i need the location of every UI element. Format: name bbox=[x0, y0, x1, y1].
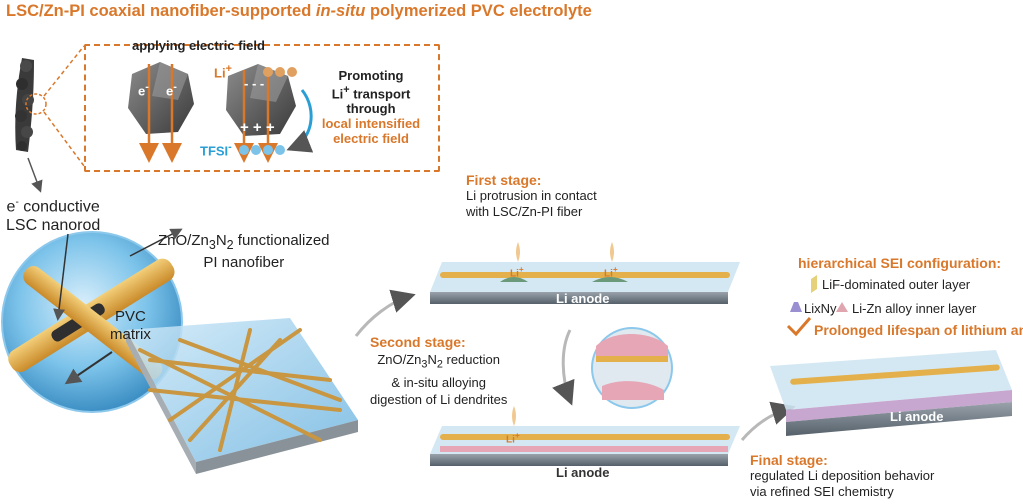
li-zn-alloy-icon bbox=[836, 302, 848, 312]
pvc-matrix-label: PVC matrix bbox=[110, 308, 151, 343]
second-stage-text: Second stage: ZnO/Zn3N2 reduction & in-s… bbox=[370, 334, 508, 407]
check-icon bbox=[786, 317, 812, 337]
polyhedron-particle-left bbox=[128, 62, 194, 163]
inset-dashed-frame bbox=[84, 44, 440, 172]
tfsi-label: TFSI- bbox=[200, 141, 232, 159]
li-plus-marker-2: Li+ bbox=[604, 264, 618, 280]
electron-label-2: e- bbox=[166, 81, 177, 99]
plus-signs: + + + bbox=[240, 119, 275, 136]
first-stage-text: First stage: Li protrusion in contact wi… bbox=[466, 172, 597, 219]
li-plus-marker-3: Li+ bbox=[506, 430, 520, 446]
final-stage-slab bbox=[770, 350, 1012, 436]
li-anode-label-2: Li anode bbox=[556, 465, 610, 480]
page-title: LSC/Zn-PI coaxial nanofiber-supported in… bbox=[6, 2, 592, 20]
li-anode-label-1: Li anode bbox=[556, 291, 610, 306]
electron-label-1: e- bbox=[138, 81, 149, 99]
minus-signs: - - - bbox=[244, 76, 265, 91]
first-stage-slab bbox=[430, 242, 740, 304]
lsc-nanorod-illustration bbox=[15, 45, 85, 193]
sei-title: hierarchical SEI configuration: bbox=[798, 255, 1002, 271]
li-ion-label: Li+ bbox=[214, 63, 232, 81]
outer-layer-label: LiF-dominated outer layer bbox=[822, 277, 971, 292]
pi-nanofiber-label: ZnO/Zn3N2 functionalized PI nanofiber bbox=[158, 232, 330, 271]
lixny-icon bbox=[790, 302, 802, 312]
inner-layer-label: Li-Zn alloy inner layer bbox=[852, 301, 977, 316]
promo-text: Promoting Li+ transport through local in… bbox=[321, 68, 421, 147]
li-plus-marker-1: Li+ bbox=[510, 264, 524, 280]
field-label: applying electric field bbox=[132, 38, 265, 53]
lixny-label: LixNy bbox=[804, 301, 837, 316]
final-stage-text: Final stage: regulated Li deposition beh… bbox=[750, 452, 935, 499]
li-anode-label-3: Li anode bbox=[890, 409, 944, 424]
dendrite-inset-circle bbox=[591, 327, 673, 409]
second-stage-slab bbox=[430, 406, 740, 466]
lif-layer-icon bbox=[811, 275, 817, 293]
prolonged-lifespan: Prolonged lifespan of lithium anode bbox=[814, 322, 1023, 338]
magnified-sphere bbox=[1, 228, 183, 413]
polyhedron-particle-right bbox=[226, 64, 314, 163]
separator-slab bbox=[126, 318, 358, 474]
lsc-nanorod-label: e- conductive LSC nanorod bbox=[6, 197, 101, 235]
